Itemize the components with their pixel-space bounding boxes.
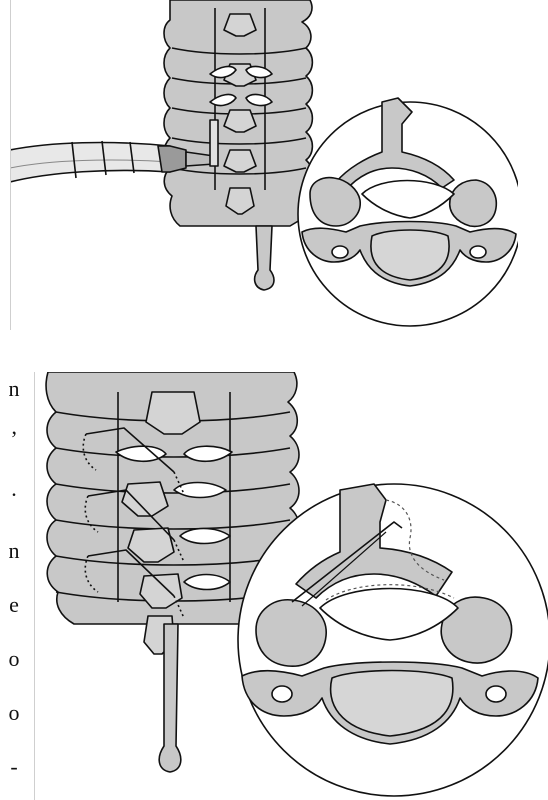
margin-char: e bbox=[3, 594, 25, 616]
panel-left-edge bbox=[10, 0, 11, 330]
panel-left-edge bbox=[34, 372, 35, 800]
margin-char: n bbox=[3, 378, 25, 400]
spine-column bbox=[164, 0, 312, 290]
bottom-illustration bbox=[34, 372, 548, 800]
axial-view-inset bbox=[298, 98, 518, 326]
axial-view-inset bbox=[238, 484, 548, 796]
margin-char: n bbox=[3, 540, 25, 562]
margin-char: ’ bbox=[3, 428, 25, 450]
top-illustration bbox=[10, 0, 518, 330]
margin-char: o bbox=[3, 648, 25, 670]
top-panel bbox=[10, 0, 518, 330]
margin-char: - bbox=[3, 756, 25, 778]
bottom-panel bbox=[34, 372, 548, 800]
margin-char: o bbox=[3, 702, 25, 724]
margin-char: . bbox=[3, 478, 25, 500]
